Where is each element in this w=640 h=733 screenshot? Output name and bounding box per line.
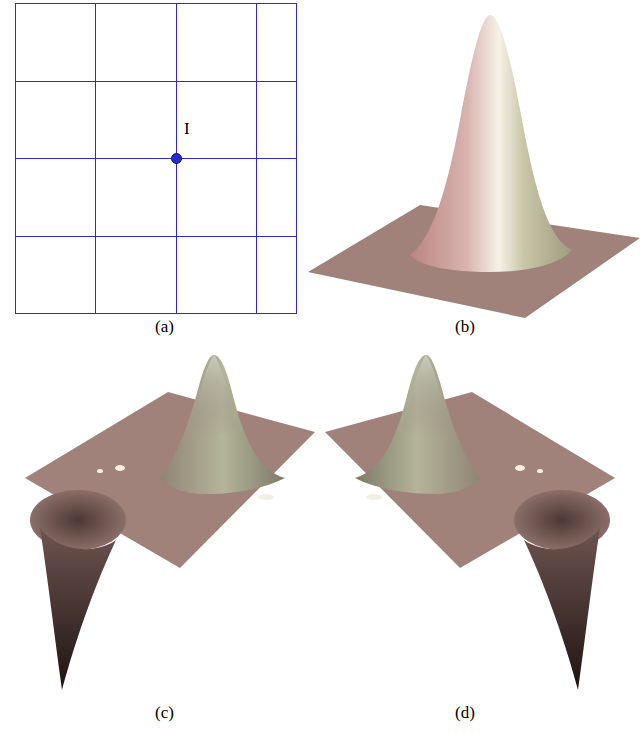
surface-b bbox=[308, 15, 640, 318]
caption-label: (a) bbox=[155, 318, 174, 335]
surface-c bbox=[25, 355, 315, 690]
caption-label: (c) bbox=[155, 704, 174, 721]
caption-label: (b) bbox=[455, 318, 475, 335]
node-label: I bbox=[184, 120, 190, 137]
grid bbox=[16, 4, 297, 314]
caption-label: (d) bbox=[455, 704, 475, 721]
grid-node-dot bbox=[172, 154, 182, 164]
surface-d bbox=[325, 355, 615, 690]
